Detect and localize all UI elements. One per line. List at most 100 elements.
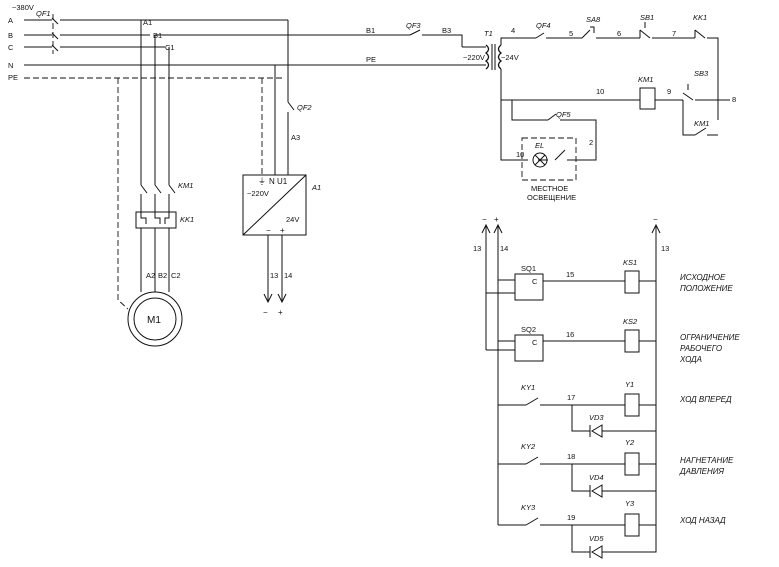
neutral-label: N <box>8 61 13 70</box>
vd5-label: VD5 <box>589 534 604 543</box>
psu-bottom-minus: − <box>263 308 268 317</box>
a3-label: A3 <box>291 133 300 142</box>
power-section: A B C N PE ~380V QF1 A1 B1 C1 KM1 KK1 A2… <box>8 3 445 347</box>
c2-label: C2 <box>171 271 181 280</box>
n15: 15 <box>566 270 574 279</box>
phase-b-label: B <box>8 31 13 40</box>
ks2-coil <box>624 329 640 353</box>
sq1-sensor <box>514 273 544 301</box>
sq1-c: C <box>532 277 538 286</box>
phase-a-label: A <box>8 16 13 25</box>
a1-label: A1 <box>143 18 152 27</box>
note-1b: ПОЛОЖЕНИЕ <box>680 284 733 293</box>
psu-terminals: N U1 <box>269 177 288 186</box>
dc-section: − + − 13 14 13 SQ1 C 15 KS1 SQ2 C 16 KS2… <box>473 215 740 559</box>
sa8-label: SA8 <box>586 15 601 24</box>
vd4-diode <box>589 484 603 498</box>
y1-coil <box>624 393 640 417</box>
t1-secondary <box>497 44 503 70</box>
node2: 2 <box>589 138 593 147</box>
km1-hold-label: KM1 <box>694 119 709 128</box>
km1-main-label: KM1 <box>178 181 193 190</box>
psu-wire13: 13 <box>270 271 278 280</box>
motor-feed <box>140 20 170 185</box>
note-2b: РАБОЧЕГО <box>680 344 722 353</box>
qf3-label: QF3 <box>406 21 421 30</box>
dc-w13r: 13 <box>661 244 669 253</box>
sq2-sensor <box>514 334 544 362</box>
note-3: ХОД ВПЕРЕД <box>679 395 732 404</box>
psu-vin: ~220V <box>247 189 269 198</box>
b2-label: B2 <box>158 271 167 280</box>
phase-c-label: C <box>8 43 14 52</box>
dc-minus: − <box>482 215 487 224</box>
node4: 4 <box>511 26 515 35</box>
light-label-2: ОСВЕЩЕНИЕ <box>527 193 576 202</box>
note-2a: ОГРАНИЧЕНИЕ <box>680 333 740 342</box>
qf2-switch <box>287 101 295 111</box>
qf5-switch <box>547 113 557 121</box>
t1-in: ~220V <box>463 53 485 62</box>
y2-coil <box>624 452 640 476</box>
psu-box <box>242 174 307 236</box>
node6: 6 <box>617 29 621 38</box>
vd5-diode <box>589 545 603 559</box>
c1-label: C1 <box>165 43 175 52</box>
y1-label: Y1 <box>625 380 634 389</box>
dc-rails <box>485 225 657 530</box>
ky1-contact <box>525 397 539 406</box>
qf2-label: QF2 <box>297 103 312 112</box>
vd3-label: VD3 <box>589 413 604 422</box>
ky3-contact <box>525 517 539 526</box>
dc-w14: 14 <box>500 244 508 253</box>
note-4b: ДАВЛЕНИЯ <box>679 467 724 476</box>
ky2-contact <box>525 456 539 465</box>
psu-section: QF2 A3 ⏚ N U1 A1 ~220V 24V − + 13 14 − + <box>242 20 321 317</box>
ky2-label: KY2 <box>521 442 536 451</box>
note-2c: ХОДА <box>679 355 702 364</box>
lamp-el <box>532 152 548 168</box>
ky1-label: KY1 <box>521 383 535 392</box>
dc-minus-r: − <box>653 215 658 224</box>
km1-hold-contact <box>694 127 707 136</box>
km1-coil-label: KM1 <box>638 75 653 84</box>
psu-name: A1 <box>311 183 321 192</box>
control-section: B1 PE QF3 B3 T1 ~220V ~24V 4 QF4 5 SA8 6… <box>155 13 736 202</box>
psu-ground-icon: ⏚ <box>258 177 266 186</box>
kk1-label: KK1 <box>180 215 194 224</box>
motor-outer <box>127 291 183 347</box>
qf1-label: QF1 <box>36 9 51 18</box>
t1-label: T1 <box>484 29 493 38</box>
phase-rows <box>60 19 288 48</box>
vd4-label: VD4 <box>589 473 604 482</box>
psu-vout: 24V <box>286 215 299 224</box>
sq1-label: SQ1 <box>521 264 536 273</box>
supply-voltage: ~380V <box>12 3 34 12</box>
ks2-label: KS2 <box>623 317 638 326</box>
psu-outputs <box>267 235 283 302</box>
dc-w13: 13 <box>473 244 481 253</box>
kk1-thermal-relay <box>135 211 177 229</box>
note-5: ХОД НАЗАД <box>679 516 726 525</box>
note-1a: ИСХОДНОЕ <box>680 273 726 282</box>
ctrl-pe-label: PE <box>366 55 376 64</box>
a2-label: A2 <box>146 271 155 280</box>
ky3-label: KY3 <box>521 503 536 512</box>
qf4-label: QF4 <box>536 21 551 30</box>
el-label: EL <box>535 141 544 150</box>
sb1-label: SB1 <box>640 13 654 22</box>
t1-primary <box>484 44 490 70</box>
ks1-coil <box>624 270 640 294</box>
n17: 17 <box>567 393 575 402</box>
node5: 5 <box>569 29 573 38</box>
y3-label: Y3 <box>625 499 635 508</box>
y2-label: Y2 <box>625 438 635 447</box>
motor-inner <box>133 297 177 341</box>
b3-label: B3 <box>442 26 451 35</box>
n16: 16 <box>566 330 574 339</box>
psu-wire14: 14 <box>284 271 292 280</box>
node7: 7 <box>672 29 676 38</box>
qf4-switch <box>535 32 545 39</box>
motor-label: M1 <box>147 315 161 326</box>
